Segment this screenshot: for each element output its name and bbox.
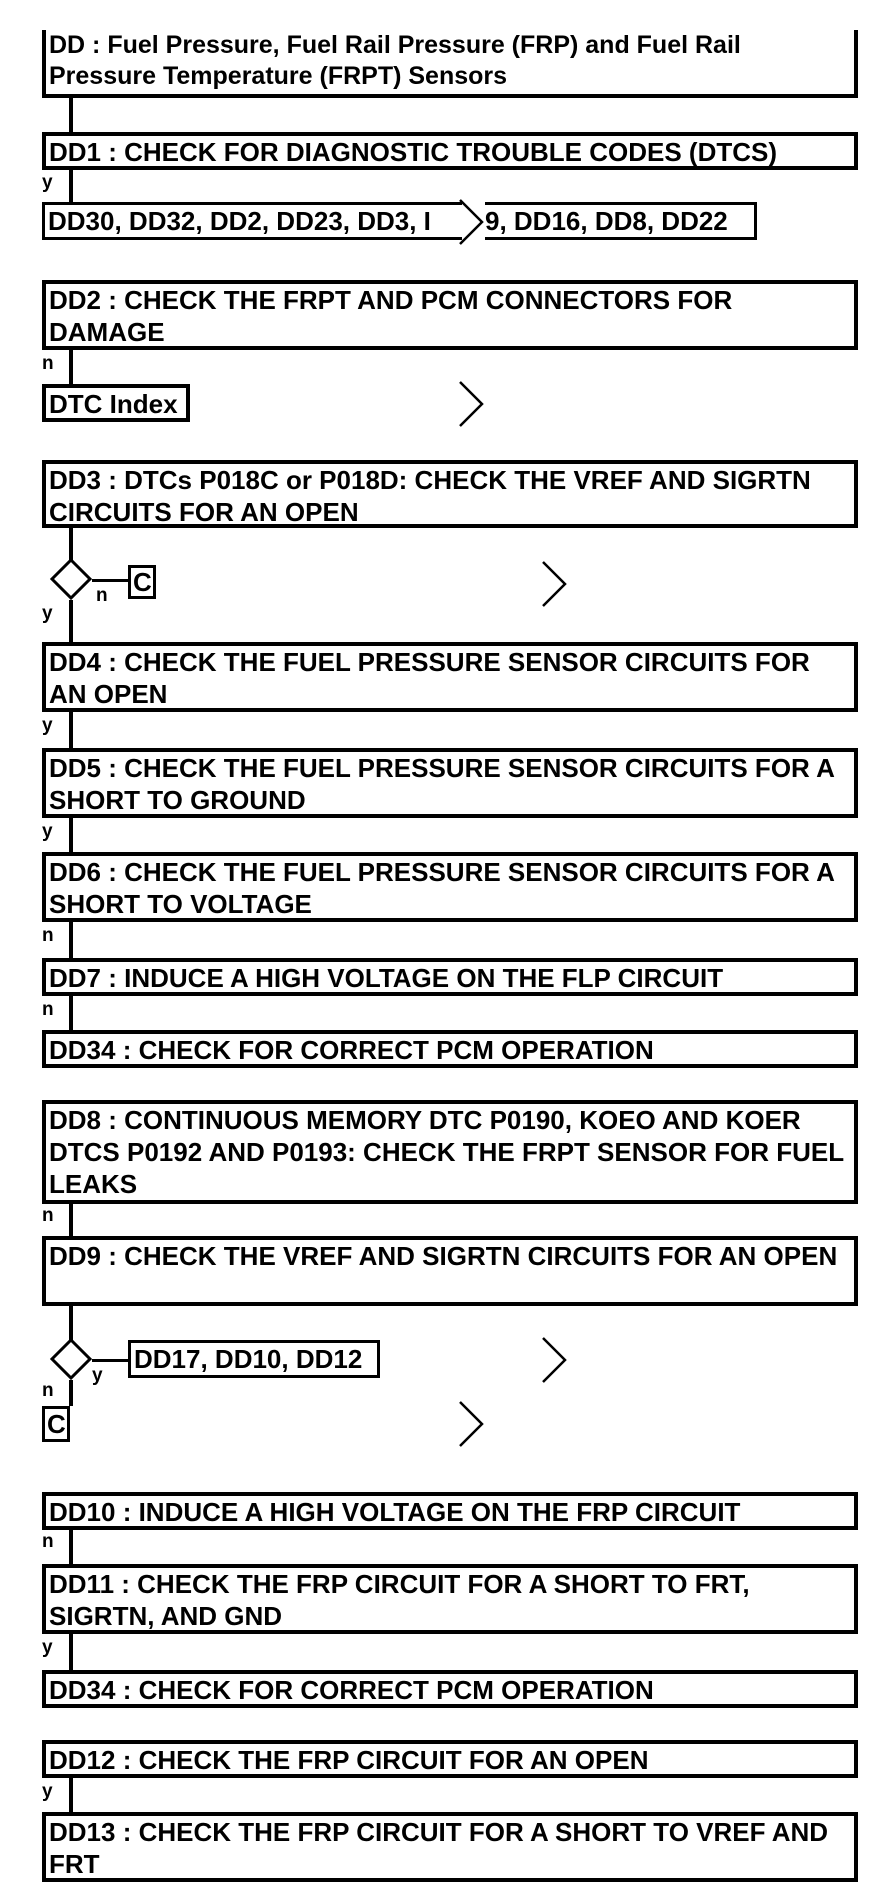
- branch-label-no: n: [42, 353, 54, 374]
- step-dd12-label: DD12 : CHECK THE FRP CIRCUIT FOR AN OPEN: [49, 1745, 649, 1775]
- step-dd11-label: DD11 : CHECK THE FRP CIRCUIT FOR A SHORT…: [49, 1569, 750, 1631]
- step-dd2[interactable]: DD2 : CHECK THE FRPT AND PCM CONNECTORS …: [42, 280, 858, 350]
- dd9-targets[interactable]: DD17, DD10, DD12: [128, 1340, 380, 1378]
- dtc-index-label: DTC Index: [49, 389, 178, 419]
- step-dd6[interactable]: DD6 : CHECK THE FUEL PRESSURE SENSOR CIR…: [42, 852, 858, 922]
- step-dd8[interactable]: DD8 : CONTINUOUS MEMORY DTC P0190, KOEO …: [42, 1100, 858, 1204]
- branch-label-no: n: [42, 925, 54, 946]
- branch-label-yes: y: [42, 1637, 53, 1658]
- step-dd8-label: DD8 : CONTINUOUS MEMORY DTC P0190, KOEO …: [49, 1105, 844, 1199]
- connector-line: [69, 600, 73, 642]
- chevron-right-icon[interactable]: [458, 1400, 488, 1448]
- connector-line: [69, 1778, 73, 1812]
- branch-label-no: n: [96, 585, 108, 606]
- dd1-targets-left[interactable]: DD30, DD32, DD2, DD23, DD3, I: [42, 202, 462, 240]
- step-dd13[interactable]: DD13 : CHECK THE FRP CIRCUIT FOR A SHORT…: [42, 1812, 858, 1882]
- branch-label-no: n: [42, 1531, 54, 1552]
- step-dd11[interactable]: DD11 : CHECK THE FRP CIRCUIT FOR A SHORT…: [42, 1564, 858, 1634]
- branch-label-yes: y: [42, 1781, 53, 1802]
- branch-label-no: n: [42, 1205, 54, 1226]
- step-dd34[interactable]: DD34 : CHECK FOR CORRECT PCM OPERATION: [42, 1030, 858, 1068]
- step-dd10[interactable]: DD10 : INDUCE A HIGH VOLTAGE ON THE FRP …: [42, 1492, 858, 1530]
- step-dd4[interactable]: DD4 : CHECK THE FUEL PRESSURE SENSOR CIR…: [42, 642, 858, 712]
- connector-line: [69, 1530, 73, 1564]
- connector-c-label: C: [133, 567, 152, 597]
- step-dd34-label: DD34 : CHECK FOR CORRECT PCM OPERATION: [49, 1675, 654, 1705]
- branch-label-yes: y: [42, 715, 53, 736]
- connector-line: [69, 350, 73, 388]
- diagram-title: DD : Fuel Pressure, Fuel Rail Pressure (…: [49, 31, 741, 90]
- connector-line: [69, 712, 73, 748]
- connector-line: [69, 1204, 73, 1236]
- step-dd34[interactable]: DD34 : CHECK FOR CORRECT PCM OPERATION: [42, 1670, 858, 1708]
- step-dd7-label: DD7 : INDUCE A HIGH VOLTAGE ON THE FLP C…: [49, 963, 724, 993]
- branch-label-no: n: [42, 1380, 54, 1401]
- connector-line: [69, 1634, 73, 1670]
- step-dd4-label: DD4 : CHECK THE FUEL PRESSURE SENSOR CIR…: [49, 647, 810, 709]
- branch-label-yes: y: [92, 1365, 103, 1386]
- step-dd34-label: DD34 : CHECK FOR CORRECT PCM OPERATION: [49, 1035, 654, 1065]
- dd1-targets-right[interactable]: 9, DD16, DD8, DD22: [485, 202, 757, 240]
- step-dd5[interactable]: DD5 : CHECK THE FUEL PRESSURE SENSOR CIR…: [42, 748, 858, 818]
- chevron-right-icon[interactable]: [541, 1336, 571, 1384]
- step-dd9[interactable]: DD9 : CHECK THE VREF AND SIGRTN CIRCUITS…: [42, 1236, 858, 1306]
- decision-diamond-icon: [49, 1337, 93, 1381]
- branch-label-yes: y: [42, 821, 53, 842]
- chevron-right-icon[interactable]: [458, 198, 488, 246]
- chevron-right-icon[interactable]: [541, 560, 571, 608]
- step-dd6-label: DD6 : CHECK THE FUEL PRESSURE SENSOR CIR…: [49, 857, 834, 919]
- connector-line: [92, 1359, 130, 1362]
- dd1-targets-left-label: DD30, DD32, DD2, DD23, DD3, I: [48, 206, 431, 236]
- dd1-targets-right-label: 9, DD16, DD8, DD22: [485, 206, 728, 236]
- connector-c[interactable]: C: [42, 1406, 70, 1442]
- step-dd1-label: DD1 : CHECK FOR DIAGNOSTIC TROUBLE CODES…: [49, 137, 777, 167]
- connector-line: [69, 818, 73, 852]
- step-dd10-label: DD10 : INDUCE A HIGH VOLTAGE ON THE FRP …: [49, 1497, 741, 1527]
- step-dd3-label: DD3 : DTCs P018C or P018D: CHECK THE VRE…: [49, 465, 811, 527]
- connector-c-label: C: [47, 1409, 66, 1439]
- branch-label-no: n: [42, 999, 54, 1020]
- step-dd3[interactable]: DD3 : DTCs P018C or P018D: CHECK THE VRE…: [42, 460, 858, 528]
- connector-line: [69, 1380, 73, 1406]
- dd9-targets-label: DD17, DD10, DD12: [134, 1344, 363, 1374]
- branch-label-yes: y: [42, 172, 53, 193]
- connector-line: [69, 996, 73, 1030]
- step-dd12[interactable]: DD12 : CHECK THE FRP CIRCUIT FOR AN OPEN: [42, 1740, 858, 1778]
- connector-line: [69, 528, 73, 560]
- dtc-index-link[interactable]: DTC Index: [42, 384, 190, 422]
- chevron-right-icon[interactable]: [458, 380, 488, 428]
- connector-line: [69, 922, 73, 958]
- step-dd13-label: DD13 : CHECK THE FRP CIRCUIT FOR A SHORT…: [49, 1817, 829, 1879]
- step-dd5-label: DD5 : CHECK THE FUEL PRESSURE SENSOR CIR…: [49, 753, 834, 815]
- connector-line: [69, 1306, 73, 1348]
- connector-line: [69, 170, 73, 202]
- connector-line: [92, 579, 130, 582]
- step-dd1[interactable]: DD1 : CHECK FOR DIAGNOSTIC TROUBLE CODES…: [42, 132, 858, 170]
- title-box: DD : Fuel Pressure, Fuel Rail Pressure (…: [42, 30, 858, 98]
- step-dd9-label: DD9 : CHECK THE VREF AND SIGRTN CIRCUITS…: [49, 1241, 838, 1271]
- decision-diamond-icon: [49, 557, 93, 601]
- connector-c[interactable]: C: [128, 565, 156, 599]
- step-dd7[interactable]: DD7 : INDUCE A HIGH VOLTAGE ON THE FLP C…: [42, 958, 858, 996]
- connector-line: [69, 98, 73, 132]
- branch-label-yes: y: [42, 603, 53, 624]
- step-dd2-label: DD2 : CHECK THE FRPT AND PCM CONNECTORS …: [49, 285, 733, 347]
